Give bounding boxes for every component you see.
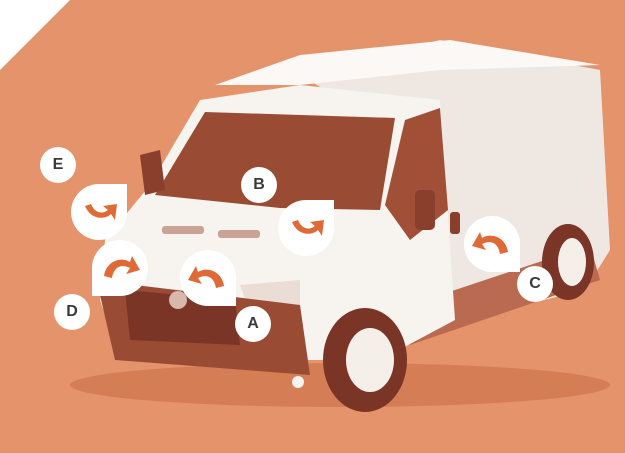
van-fog-light (292, 376, 304, 388)
callout-label-a: A (235, 306, 271, 342)
callout-label-d: D (54, 294, 90, 330)
curved-arrow-icon (278, 200, 334, 256)
van-rear-hubcap (558, 238, 586, 286)
van-front-hubcap (346, 328, 394, 392)
callout-d (92, 240, 148, 296)
callout-a (180, 250, 236, 306)
van-mirror (415, 190, 435, 230)
callout-label-b: B (241, 167, 277, 203)
van-hood-vent (218, 230, 260, 238)
callout-label-c: C (517, 266, 553, 302)
curved-arrow-icon (71, 184, 127, 240)
curved-arrow-icon (180, 250, 236, 306)
callout-e (71, 184, 127, 240)
callout-c (464, 216, 520, 272)
callout-b (278, 200, 334, 256)
callout-label-e: E (40, 147, 76, 183)
van-hood-vent (162, 226, 204, 234)
curved-arrow-icon (464, 216, 520, 272)
van-door-handle (450, 212, 460, 234)
curved-arrow-icon (92, 240, 148, 296)
